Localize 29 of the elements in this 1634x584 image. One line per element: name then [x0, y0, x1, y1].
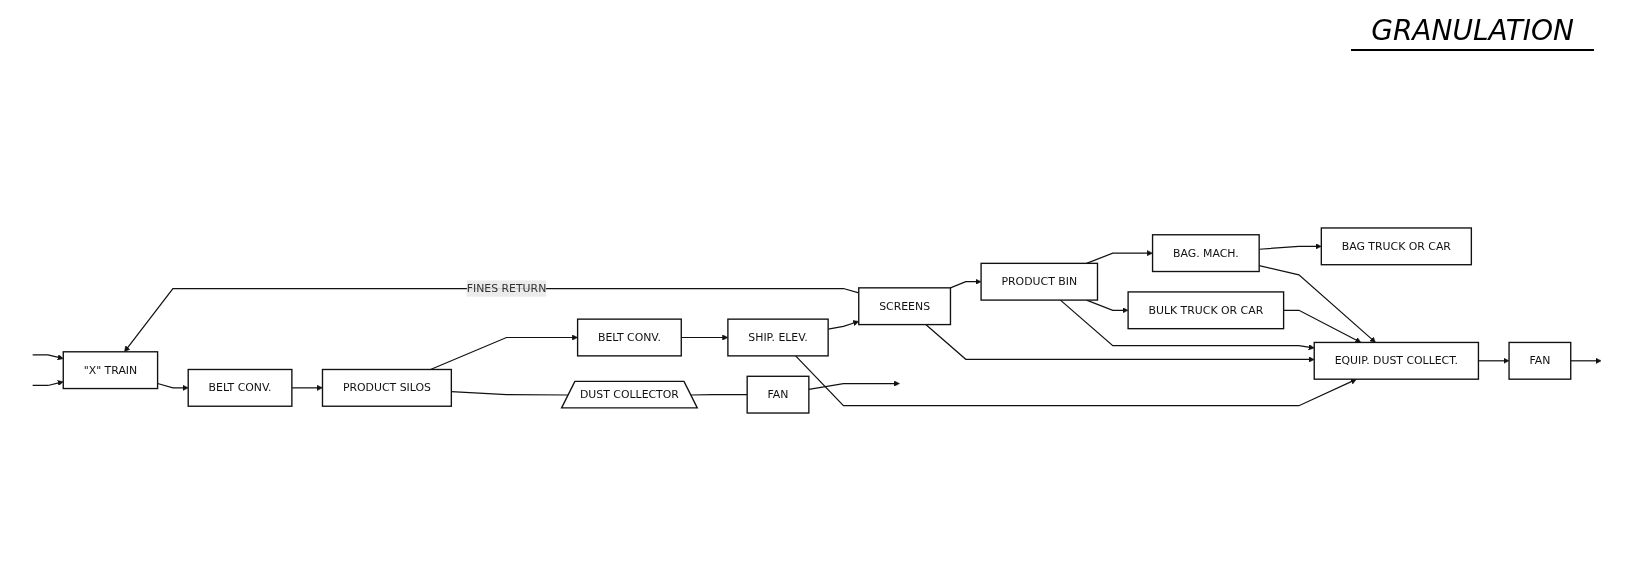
diagram-title: GRANULATION — [1351, 14, 1594, 51]
arrow — [1085, 298, 1129, 313]
arrow — [1059, 298, 1315, 350]
node-box: BELT CONV. — [187, 368, 293, 407]
node-box: BELT CONV. — [576, 317, 682, 357]
node-box: SCREENS — [858, 286, 952, 325]
node-box: EQUIP. DUST COLLECT. — [1313, 341, 1480, 380]
node-box: "X" TRAIN — [62, 350, 159, 389]
edge-label: FINES RETURN — [466, 281, 547, 295]
arrow — [949, 278, 982, 288]
node-box: FAN — [746, 375, 810, 414]
arrow — [1283, 309, 1362, 343]
arrow — [32, 379, 64, 386]
arrow — [32, 353, 64, 360]
node-box: BAG. MACH. — [1151, 233, 1260, 272]
arrow — [157, 382, 189, 391]
node-box: BAG TRUCK OR CAR — [1320, 226, 1473, 265]
node-box: FAN — [1508, 341, 1572, 380]
arrow — [1570, 357, 1602, 364]
arrow — [124, 287, 860, 352]
node-box: PRODUCT SILOS — [321, 368, 453, 407]
node-box: SHIP. ELEV. — [727, 317, 829, 357]
node-box: PRODUCT BIN — [980, 262, 1099, 301]
arrow — [808, 380, 900, 390]
arrow — [925, 323, 1315, 362]
arrow — [795, 354, 1357, 406]
connector — [690, 393, 748, 396]
node-box: BULK TRUCK OR CAR — [1127, 290, 1285, 329]
arrow — [291, 384, 323, 391]
